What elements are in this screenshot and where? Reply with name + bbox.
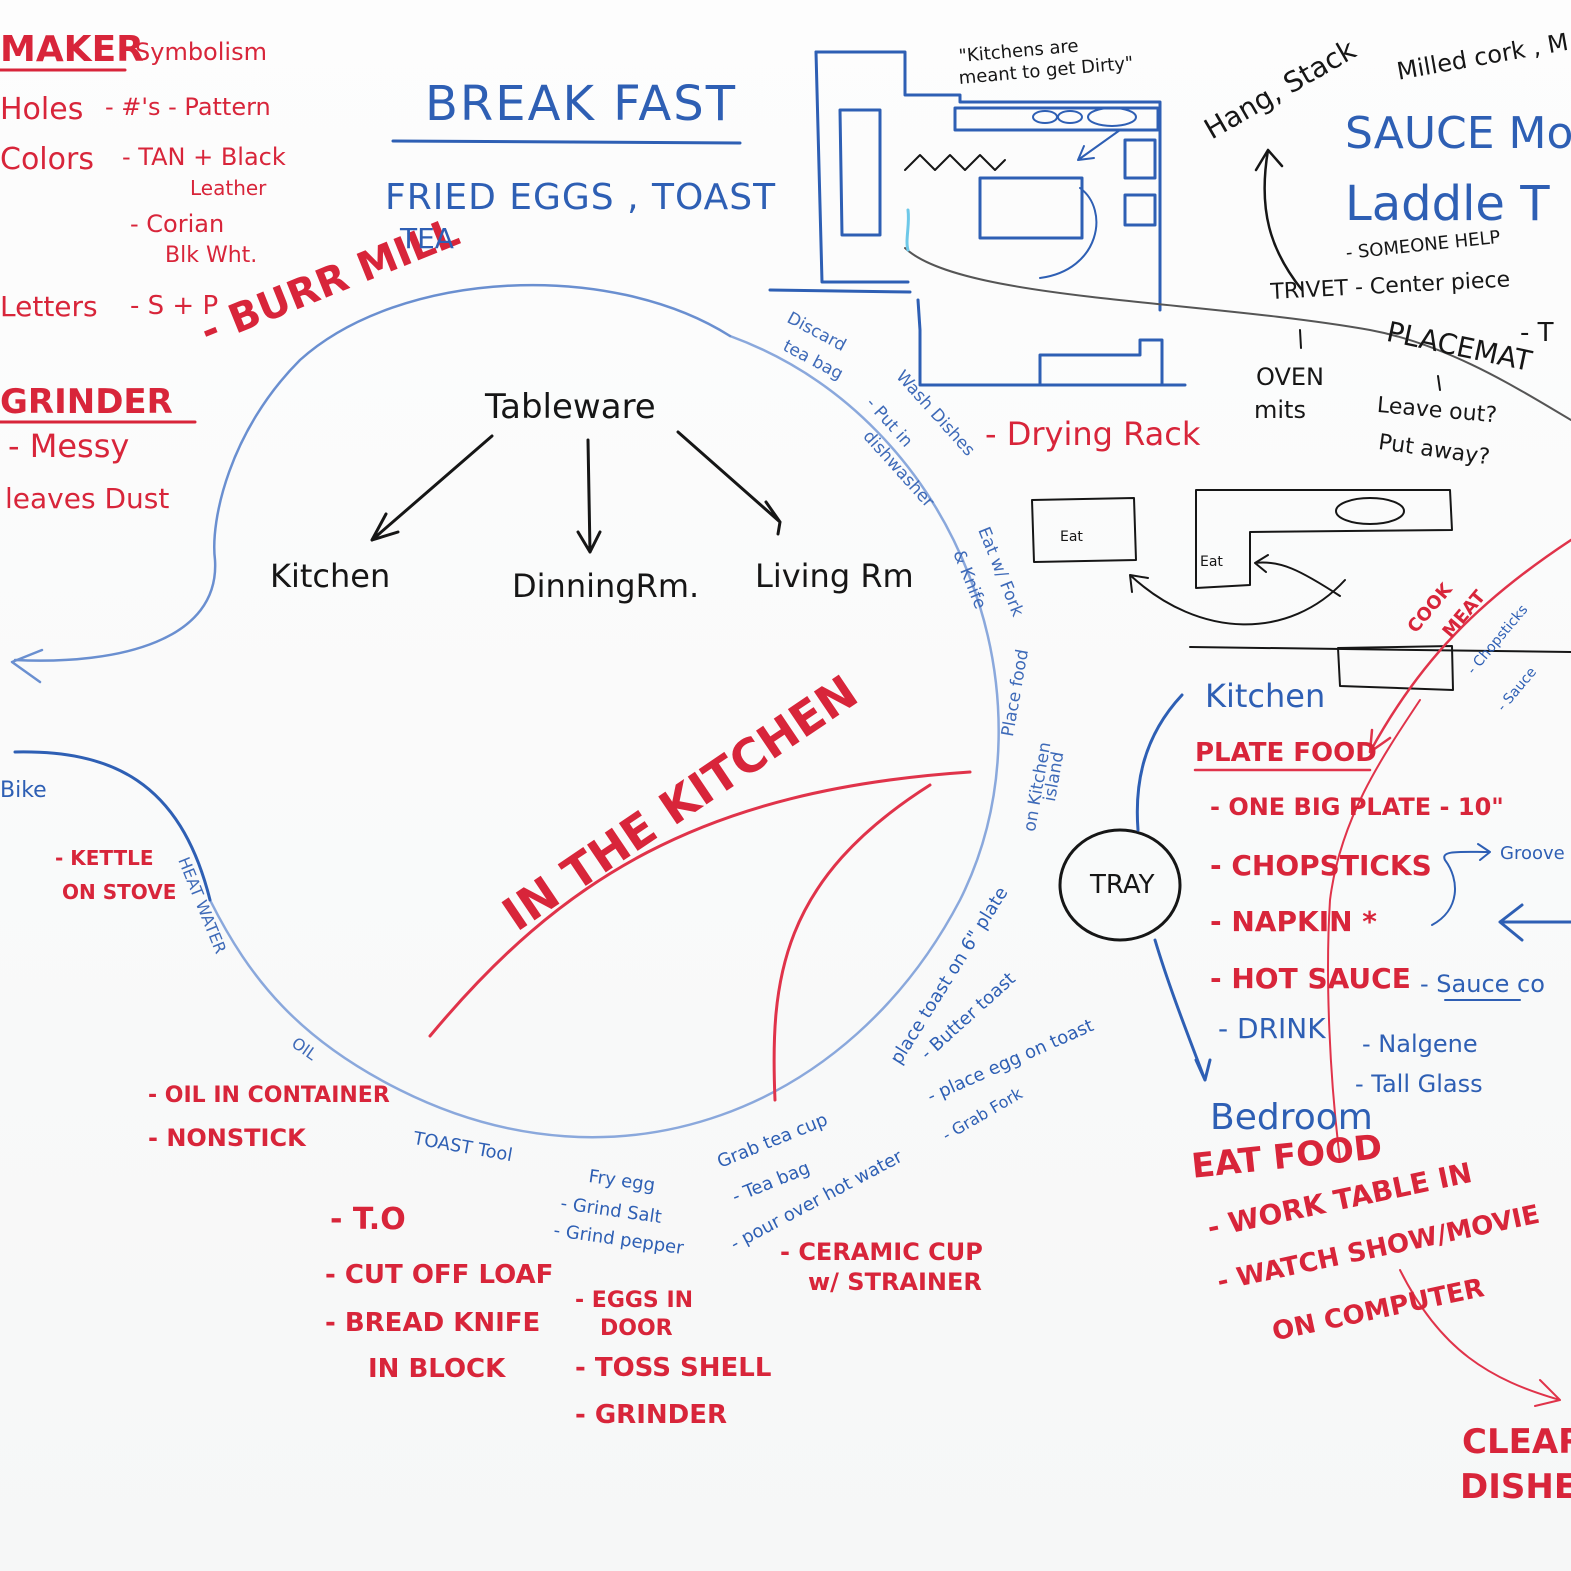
arrow-dining: [576, 438, 602, 554]
drying-rack-label: - Drying Rack: [985, 415, 1201, 453]
letters-label: Letters: [0, 290, 98, 323]
counter-box: [1337, 645, 1454, 691]
leaves-dust-label: leaves Dust: [5, 482, 170, 515]
right-arrow-in: [1498, 903, 1571, 942]
tableware-dining: DinningRm.: [512, 567, 700, 605]
breakfast-title: BREAK FAST: [425, 76, 738, 132]
ladle-label: Laddle T: [1345, 176, 1550, 232]
kitchen-label-right: Kitchen: [1205, 677, 1326, 715]
rack-box-2: [1195, 489, 1453, 589]
sauce-mon-label: SAUCE Mon: [1345, 108, 1571, 159]
oil-container-label: - OIL IN CONTAINER: [148, 1083, 390, 1108]
rack-arrow-2: [1254, 554, 1341, 597]
rack-box-1: [1031, 497, 1137, 563]
kettle-label: - KETTLE: [55, 846, 154, 870]
corian-label: - Corian: [130, 210, 225, 238]
nalgene-label: - Nalgene: [1362, 1030, 1478, 1058]
door-label: DOOR: [600, 1316, 673, 1341]
one-big-plate-label: - ONE BIG PLATE - 10": [1210, 793, 1504, 821]
toss-shell-label: - TOSS SHELL: [575, 1353, 772, 1383]
rack-arrow: [1129, 574, 1346, 626]
plan-connector-tail: [905, 208, 910, 252]
cycle-arrowhead-left: [10, 648, 44, 684]
arrow-living: [676, 430, 782, 536]
rack-eat-label-1: Eat: [1060, 529, 1083, 545]
napkin-label: - NAPKIN *: [1210, 905, 1377, 938]
maker-title: MAKER: [0, 29, 144, 70]
on-stove-label: ON STOVE: [62, 880, 177, 904]
bedroom-label: Bedroom: [1210, 1097, 1373, 1138]
plate-food-label: PLATE FOOD: [1195, 738, 1377, 768]
leave-tick: [1437, 375, 1441, 391]
clear-label: CLEAR: [1462, 1422, 1571, 1462]
colors-value: - TAN + Black: [122, 143, 286, 171]
tea-label: TEA: [400, 222, 454, 255]
blk-wht-label: Blk Wht.: [165, 243, 258, 268]
cycle-arc-top: [13, 283, 732, 662]
hang-arrow: [1254, 148, 1304, 292]
cycle-arc-bike: [13, 750, 212, 902]
messy-label: - Messy: [8, 427, 130, 465]
napkin-brace: [1431, 843, 1491, 926]
oven-tick: [1299, 329, 1302, 349]
kitchen-to-tray: [1135, 693, 1184, 832]
symbolism-label: Symbolism: [135, 38, 267, 66]
oven-label: OVEN: [1256, 363, 1325, 391]
ceramic-cup-label: - CERAMIC CUP: [780, 1238, 983, 1266]
chopsticks-label: - CHOPSTICKS: [1210, 849, 1432, 882]
tray-label: TRAY: [1090, 870, 1155, 900]
eggs-in-label: - EGGS IN: [575, 1288, 694, 1313]
dash-t-label: - T: [1520, 318, 1554, 348]
floor-plan: [768, 50, 1187, 387]
hot-sauce-label: - HOT SAUCE: [1210, 962, 1411, 995]
holes-label: Holes: [0, 92, 84, 127]
kitchen-swoosh-1: [428, 770, 972, 1038]
tall-glass-label: - Tall Glass: [1355, 1070, 1483, 1098]
nonstick-label: - NONSTICK: [148, 1124, 306, 1152]
grinder-title: GRINDER: [0, 382, 173, 422]
red-vertical: [1327, 699, 1421, 1161]
arrow-kitchen: [370, 434, 494, 542]
kitchen-swoosh-2: [772, 783, 932, 1102]
drink-label: - DRINK: [1218, 1012, 1326, 1045]
in-block-label: IN BLOCK: [368, 1354, 506, 1384]
bike-label: Bike: [0, 778, 47, 803]
cut-loaf-label: - CUT OFF LOAF: [325, 1260, 554, 1290]
cycle-circle: [208, 334, 1000, 1139]
plan-dining-loop: [1039, 187, 1098, 279]
tray-circle: [1058, 828, 1182, 942]
clear-arrow: [1399, 1269, 1561, 1407]
grinder-step-label: - GRINDER: [575, 1400, 728, 1430]
colors-label: Colors: [0, 142, 94, 177]
mits-label: mits: [1254, 396, 1306, 424]
strainer-label: w/ STRAINER: [808, 1268, 982, 1296]
sauce-container-label: - Sauce co: [1420, 970, 1545, 998]
holes-pattern: - #'s - Pattern: [105, 93, 271, 121]
tray-to-bedroom: [1153, 938, 1212, 1082]
groove-label: Groove: [1500, 843, 1565, 864]
breakfast-underline: [391, 139, 742, 145]
plan-arrow: [1077, 129, 1121, 161]
dishes-label: DISHES: [1460, 1467, 1571, 1507]
bread-knife-label: - BREAD KNIFE: [325, 1308, 541, 1338]
to-label: - T.O: [330, 1202, 406, 1237]
tableware-living: Living Rm: [755, 557, 914, 595]
tableware-kitchen: Kitchen: [270, 557, 391, 595]
letters-value: - S + P: [130, 291, 219, 321]
counter-line: [1189, 646, 1571, 653]
cook-arrow: [1368, 538, 1571, 754]
plan-connector: [904, 247, 1571, 421]
leather-label: Leather: [190, 176, 267, 200]
fried-eggs-toast-label: FRIED EGGS , TOAST: [385, 177, 777, 218]
tableware-root: Tableware: [485, 387, 656, 427]
rack-eat-label-2: Eat: [1200, 554, 1223, 570]
